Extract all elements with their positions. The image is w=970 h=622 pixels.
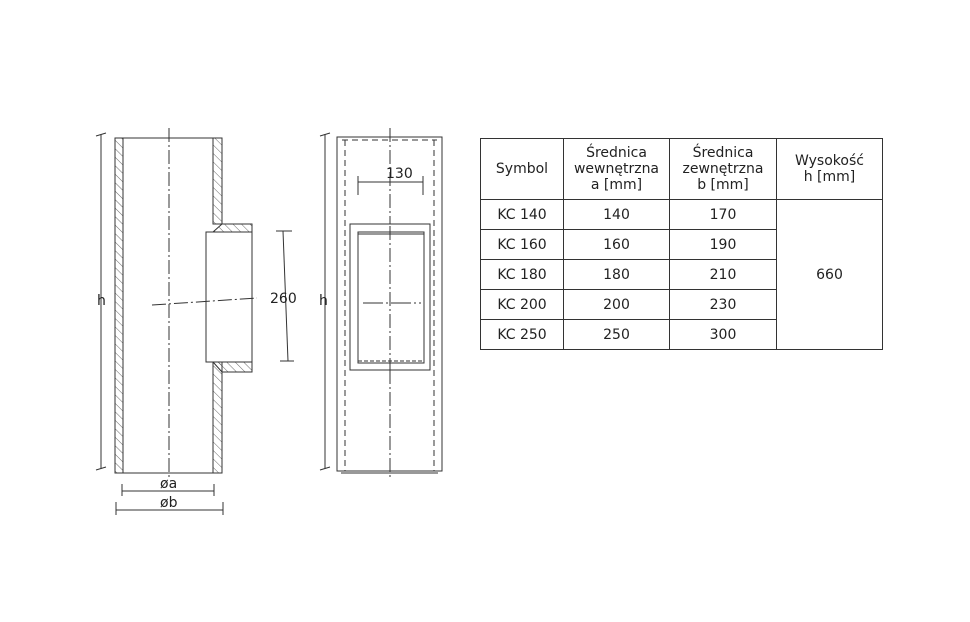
right-view bbox=[319, 128, 443, 480]
cell-a: 250 bbox=[563, 319, 670, 350]
left-wall bbox=[114, 137, 124, 474]
table-row: KC 140 140 170 660 bbox=[480, 199, 883, 350]
table-row: KC 250 250 300 bbox=[480, 319, 883, 350]
outer-diameter-label: øb bbox=[160, 495, 178, 511]
opening bbox=[357, 231, 425, 364]
cell-a: 140 bbox=[563, 199, 670, 230]
branch-socket bbox=[205, 231, 253, 363]
cell-b: 230 bbox=[669, 289, 777, 320]
cell-a: 200 bbox=[563, 289, 670, 320]
opening-width-label: 130 bbox=[386, 166, 413, 182]
right-wall-upper bbox=[212, 137, 223, 225]
cell-symbol: KC 160 bbox=[480, 229, 564, 260]
left-view bbox=[95, 128, 294, 515]
table-row: KC 180 180 210 bbox=[480, 259, 883, 290]
cell-b: 300 bbox=[669, 319, 777, 350]
cell-symbol: KC 200 bbox=[480, 289, 564, 320]
branch-dimension-label: 260 bbox=[270, 291, 297, 307]
right-wall-lower bbox=[212, 361, 223, 474]
cell-b: 170 bbox=[669, 199, 777, 230]
cell-symbol: KC 180 bbox=[480, 259, 564, 290]
branch-wall-top bbox=[211, 223, 253, 233]
cell-a: 160 bbox=[563, 229, 670, 260]
cell-symbol: KC 250 bbox=[480, 319, 564, 350]
right-h-label: h bbox=[319, 293, 328, 309]
cell-symbol: KC 140 bbox=[480, 199, 564, 230]
left-h-label: h bbox=[97, 293, 106, 309]
cell-height: 660 bbox=[776, 199, 883, 350]
260-dimension-line bbox=[282, 230, 289, 362]
cell-b: 210 bbox=[669, 259, 777, 290]
branch-axis bbox=[151, 297, 258, 306]
table-row: KC 160 160 190 bbox=[480, 229, 883, 260]
cell-b: 190 bbox=[669, 229, 777, 260]
header-symbol: Symbol bbox=[480, 138, 564, 200]
inner-diameter-label: øa bbox=[160, 476, 177, 492]
table-row: KC 200 200 230 bbox=[480, 289, 883, 320]
cell-a: 180 bbox=[563, 259, 670, 290]
